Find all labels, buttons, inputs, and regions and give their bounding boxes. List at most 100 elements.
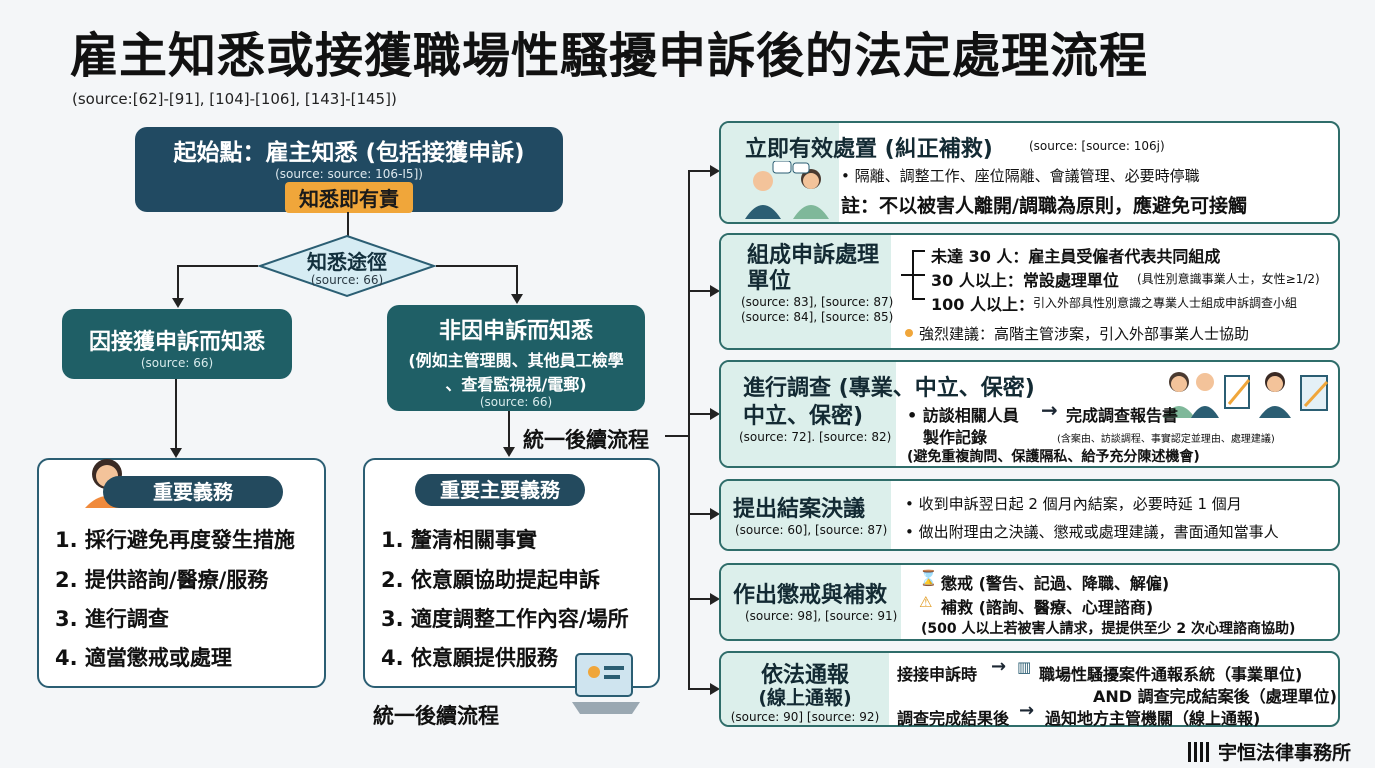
arrow-right-icon: → xyxy=(1019,700,1035,721)
connector xyxy=(665,435,689,437)
arrow-right-icon: → xyxy=(1041,398,1058,422)
step-bullet: (避免重複詢問、保護隔私、給予充分陳述機會) xyxy=(907,449,1200,465)
logo-text: 宇恒法律事務所 xyxy=(1218,742,1352,764)
page-title: 雇主知悉或接獲職場性騷擾申訴後的法定處理流程 xyxy=(70,28,1149,84)
computer-icon xyxy=(572,653,640,714)
step-closure: 提出結案決議 (source: 60], [source: 87) • 收到申訴… xyxy=(719,479,1340,551)
step-header-bg xyxy=(721,235,891,348)
step-row: 職場性騷擾案件通報系統（事業單位) xyxy=(1039,665,1303,684)
connector xyxy=(688,170,690,690)
list-item: 1. 釐清相關事實 xyxy=(381,528,537,552)
list-item: 4. 適當懲戒或處理 xyxy=(55,646,232,670)
arrow-right-icon xyxy=(710,165,720,177)
duties-left-box: 重要義務 1. 採行避免再度發生措施 2. 提供諮詢/醫療/服務 3. 進行調查… xyxy=(37,458,326,688)
step-row: 30 人以上：常設處理單位 xyxy=(931,271,1119,290)
step-bullet-detail: (含案由、訪談調程、事實認定並理由、處理建議) xyxy=(1057,434,1275,445)
connector xyxy=(688,413,714,415)
connector xyxy=(508,411,510,449)
warning-icon: ⚠ xyxy=(919,593,933,611)
title-source: (source:[62]-[91], [104]-[106], [143]-[1… xyxy=(72,90,397,108)
step-bullet-result: 完成調查報告書 xyxy=(1066,406,1179,425)
step-source: (source: 83], [source: 87) xyxy=(741,295,894,309)
step-title: 組成申訴處理單位 xyxy=(747,243,880,294)
step-source: (source: [source: 106j) xyxy=(1029,139,1165,153)
step-title: 進行調查 (專業、中立、保密) xyxy=(743,376,1035,401)
list-item: 2. 依意願協助提起申訴 xyxy=(381,568,600,592)
arrow-right-icon xyxy=(710,593,720,605)
connector xyxy=(688,513,714,515)
step-immediate-action: 立即有效處置 (糾正補救) (source: [source: 106j) • … xyxy=(719,121,1340,224)
hourglass-icon: ⌛ xyxy=(919,569,938,587)
duties-right-header: 重要主要義務 xyxy=(415,474,585,506)
investigation-icon xyxy=(1163,372,1329,418)
unified-flow-label-2: 統一後續流程 xyxy=(373,704,499,728)
start-badge: 知悉即有責 xyxy=(285,182,413,213)
step-header-bg xyxy=(721,565,901,639)
step-title: 作出懲戒與補救 xyxy=(733,583,888,608)
step-row-detail: (具性別意識事業人士，女性≥1/2) xyxy=(1137,272,1320,286)
connector xyxy=(177,265,258,267)
step-bullet: 懲戒 (警告、記過、降職、解僱) xyxy=(941,574,1170,593)
decision-diamond xyxy=(258,234,436,298)
step-row-detail: 引入外部具性別意識之專業人士組成申訴調查小組 xyxy=(1033,296,1298,310)
step-row: 接接申訴時 xyxy=(897,665,978,684)
people-talking-icon xyxy=(745,161,829,219)
list-item: 1. 採行避免再度發生措施 xyxy=(55,528,295,552)
step-source: (source: 98], [source: 91) xyxy=(745,609,898,623)
step-row: 過知地方主管機關（線上通報) xyxy=(1045,709,1261,728)
list-item: 2. 提供諮詢/醫療/服務 xyxy=(55,568,269,592)
arrow-right-icon xyxy=(710,285,720,297)
arrow-right-icon: → xyxy=(991,656,1007,677)
left-branch-source: (source: 66) xyxy=(140,356,214,370)
duties-right-box: 重要主要義務 1. 釐清相關事實 2. 依意願協助提起申訴 3. 適度調整工作內… xyxy=(363,458,660,688)
building-icon: ▥ xyxy=(1017,658,1032,676)
connector xyxy=(347,212,349,236)
left-branch-title: 因接獲申訴而知悉 xyxy=(88,330,265,355)
connector xyxy=(688,688,714,690)
unified-flow-label-1: 統一後續流程 xyxy=(523,428,649,452)
right-branch-line2: 、查看監視視/電郵) xyxy=(445,375,587,394)
step-advice: 強烈建議：高階主管涉案，引入外部事業人士協助 xyxy=(919,325,1250,343)
step-source: (source: 72]. [source: 82) xyxy=(739,430,892,444)
step-complaint-unit: 組成申訴處理單位 (source: 83], [source: 87) (sou… xyxy=(719,233,1340,350)
logo-mark-icon xyxy=(1188,741,1212,762)
arrow-right-icon xyxy=(710,683,720,695)
arrow-down-icon xyxy=(511,294,523,304)
list-item: 3. 適度調整工作內容/場所 xyxy=(381,607,629,631)
start-box: 起始點：雇主知悉 (包括接獲申訴) (source: source: 106-I… xyxy=(135,127,563,213)
step-investigation: 進行調查 (專業、中立、保密) 中立、保密) (source: 72]. [so… xyxy=(719,360,1340,468)
right-branch-line1: (例如主管理閱、其他員工檢學 xyxy=(408,351,624,370)
step-title: 立即有效處置 (糾正補救) xyxy=(745,137,993,162)
step-header-bg xyxy=(721,362,896,466)
start-source: (source: source: 106-I5]) xyxy=(275,167,423,181)
arrow-down-icon xyxy=(172,298,184,308)
right-branch-source: (source: 66) xyxy=(479,395,553,409)
step-bullet: • 收到申訴翌日起 2 個月內結案，必要時延 1 個月 xyxy=(905,495,1242,513)
bracket-icon xyxy=(901,250,925,300)
step-note: 註：不以被害人離開/調職為原則，應避免可接觸 xyxy=(841,195,1247,217)
step-header-bg xyxy=(721,653,889,725)
connector xyxy=(177,265,179,301)
list-item: 4. 依意願提供服務 xyxy=(381,646,558,670)
step-title: 提出結案決議 xyxy=(733,497,866,522)
arrow-right-icon xyxy=(710,508,720,520)
step-row: 未達 30 人：雇主員受僱者代表共同組成 xyxy=(931,247,1221,266)
start-title: 起始點：雇主知悉 (包括接獲申訴) xyxy=(173,140,525,166)
step-title: 依法通報 xyxy=(760,663,849,688)
step-bullet: • 隔離、調整工作、座位隔離、會議管理、必要時停職 xyxy=(841,167,1200,185)
step-bullet: • 做出附理由之決議、懲戒或處理建議，書面通知當事人 xyxy=(905,523,1279,541)
connector xyxy=(175,379,177,449)
arrow-down-icon xyxy=(503,447,515,457)
connector xyxy=(516,265,518,297)
step-bullet: (500 人以上若被害人請求，提提供至少 2 次心理諮商協助) xyxy=(921,621,1296,637)
step-subtitle: (線上通報) xyxy=(758,687,852,709)
step-source: (source: 84], [source: 85) xyxy=(741,310,894,324)
arrow-right-icon xyxy=(710,408,720,420)
left-branch-box: 因接獲申訴而知悉 (source: 66) xyxy=(62,309,292,379)
arrow-down-icon xyxy=(170,448,182,458)
duties-left-header: 重要義務 xyxy=(103,476,283,508)
step-row: 調查完成結果後 xyxy=(897,709,1010,728)
step-discipline: 作出懲戒與補救 (source: 98], [source: 91) ⌛ 懲戒 … xyxy=(719,563,1340,641)
step-subtitle: 中立、保密) xyxy=(743,404,864,429)
right-branch-title: 非因申訴而知悉 xyxy=(438,319,593,344)
